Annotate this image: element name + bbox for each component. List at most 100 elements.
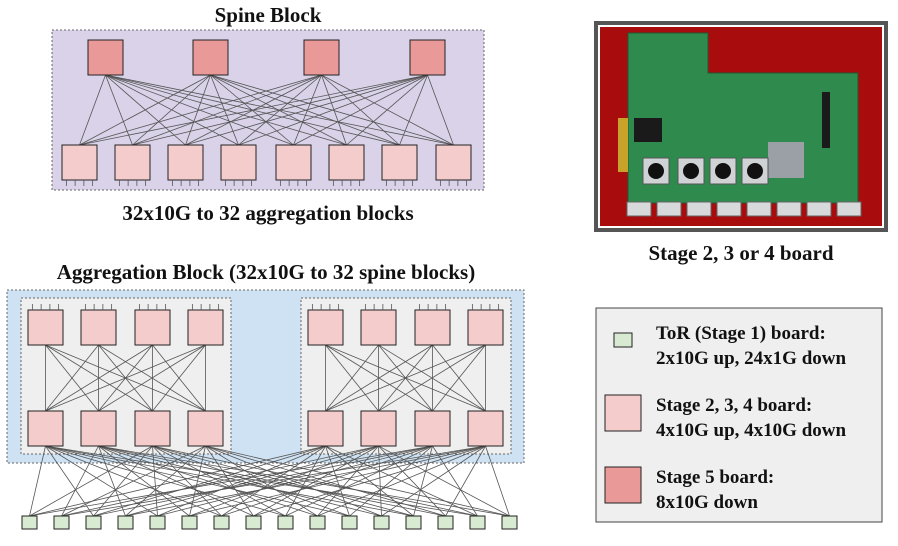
tor-board [53, 515, 70, 530]
spine-link [105, 74, 133, 146]
spine-block-title: Spine Block [215, 3, 322, 27]
stage234-board [328, 144, 365, 181]
tor-uplink [125, 445, 206, 517]
tor-uplink [98, 445, 382, 517]
pcb-port [806, 201, 832, 217]
tor-board [405, 515, 422, 530]
pcb-port [626, 201, 652, 217]
pcb-transceiver-core [747, 163, 763, 179]
aggregation-inner-link [378, 344, 486, 412]
tor-board [85, 515, 102, 530]
spine-link [399, 74, 428, 146]
stage234-board [80, 309, 117, 346]
stage234-board [27, 309, 64, 346]
stage234-board [187, 309, 224, 346]
stage234-board [80, 410, 117, 447]
spine-nodes [61, 39, 472, 186]
legend-item-tor-line2: 2x10G up, 24x1G down [656, 348, 846, 369]
aggregation-links [29, 344, 510, 517]
tor-board [149, 515, 166, 530]
tor-uplink [93, 445, 433, 517]
tor-uplink [152, 445, 222, 517]
tor-board [341, 515, 358, 530]
pcb-transceiver-core [648, 163, 664, 179]
stage234-board [381, 144, 418, 181]
tor-board [117, 515, 134, 530]
aggregation-inner-link [325, 344, 379, 412]
spine-link [210, 74, 239, 146]
tor-uplink [378, 445, 510, 517]
tor-uplink [125, 445, 486, 517]
stage234-board [134, 309, 171, 346]
stage234-board [187, 410, 224, 447]
legend-item-stage234-line2: 4x10G up, 4x10G down [656, 420, 846, 441]
spine-link [210, 74, 400, 146]
spine-block-caption: 32x10G to 32 aggregation blocks [122, 201, 413, 225]
tor-uplink [61, 445, 379, 517]
legend-item-stage234-line1: Stage 2, 3, 4 board: [656, 395, 812, 416]
pcb-transceivers [642, 157, 769, 185]
spine-link [427, 74, 454, 146]
legend-swatch-tor [613, 332, 633, 348]
pcb-edge-connector [618, 118, 628, 172]
stage234-board [27, 410, 64, 447]
stage234-board [414, 410, 451, 447]
tor-uplink [61, 445, 206, 517]
stage234-board [467, 309, 504, 346]
aggregation-inner-link [152, 344, 206, 412]
spine-block: Spine Block 32x10G to 32 aggregation blo… [51, 3, 485, 225]
aggregation-inner-link [325, 344, 433, 412]
pcb-port [686, 201, 712, 217]
spine-link [79, 74, 211, 146]
pcb-port [716, 201, 742, 217]
legend-item-stage5-line1: Stage 5 board: [656, 467, 774, 488]
stage234-board [167, 144, 204, 181]
board-photo: Stage 2, 3 or 4 board [594, 21, 888, 265]
spine-link [185, 74, 428, 146]
tor-uplink [413, 445, 433, 517]
spine-link [132, 74, 211, 146]
stage234-board [414, 309, 451, 346]
tor-uplink [205, 445, 510, 517]
aggregation-inner-link [45, 344, 206, 412]
stage5-board [192, 39, 229, 76]
stage234-board [220, 144, 257, 181]
pcb-port [776, 201, 802, 217]
tor-board [21, 515, 38, 530]
tor-uplink [61, 445, 486, 517]
tor-board [245, 515, 262, 530]
legend-swatch-stage234 [604, 394, 642, 432]
stage5-board [303, 39, 340, 76]
tor-uplink [98, 445, 190, 517]
aggregation-block-title: Aggregation Block (32x10G to 32 spine bl… [57, 260, 475, 284]
tor-uplink [29, 445, 433, 517]
aggregation-inner-link [45, 344, 99, 412]
stage5-board [409, 39, 446, 76]
stage5-board [87, 39, 124, 76]
legend-item-stage5-line2: 8x10G down [656, 492, 758, 513]
aggregation-inner-link [45, 344, 153, 412]
spine-links [79, 74, 454, 146]
tor-board [213, 515, 230, 530]
stage234-board [360, 309, 397, 346]
spine-link [132, 74, 428, 146]
tor-uplink [253, 445, 379, 517]
tor-uplink [317, 445, 379, 517]
spine-link [346, 74, 428, 146]
tor-uplink [61, 445, 99, 517]
spine-link [132, 74, 322, 146]
tor-board [501, 515, 518, 530]
stage234-board [114, 144, 151, 181]
aggregation-inner-link [98, 344, 206, 412]
pcb-slot [822, 92, 830, 148]
stage234-board [275, 144, 312, 181]
stage234-board [360, 410, 397, 447]
pcb-port [746, 201, 772, 217]
tor-uplink [98, 445, 318, 517]
tor-uplink [189, 445, 379, 517]
tor-uplink [29, 445, 153, 517]
aggregation-nodes [27, 304, 504, 447]
tor-uplink [29, 445, 326, 517]
aggregation-block: Aggregation Block (32x10G to 32 spine bl… [6, 260, 525, 530]
pcb-ports [626, 201, 862, 217]
